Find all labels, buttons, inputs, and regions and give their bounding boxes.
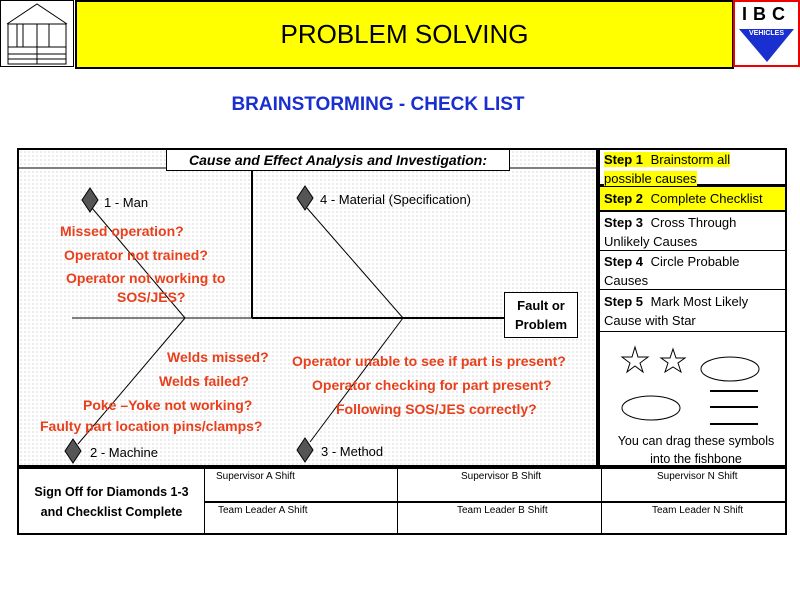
cause-text: Operator unable to see if part is presen… bbox=[292, 353, 566, 369]
step-text: Causes bbox=[604, 273, 649, 288]
steps-panel: Step 1 Brainstorm all possible causes Ste… bbox=[598, 148, 787, 467]
problem-box: Fault or Problem bbox=[504, 292, 578, 338]
signoff-cell[interactable]: Team Leader A Shift bbox=[218, 505, 308, 516]
signoff-cell[interactable]: Supervisor A Shift bbox=[216, 471, 295, 482]
step-label: Step 3 bbox=[604, 215, 644, 230]
step-label: Step 1 bbox=[604, 152, 644, 167]
signoff-cell[interactable]: Supervisor B Shift bbox=[461, 471, 542, 482]
problem-label: Problem bbox=[514, 317, 567, 332]
step-label: Step 4 bbox=[604, 254, 644, 269]
diagram-caption: Cause and Effect Analysis and Investigat… bbox=[166, 149, 510, 171]
building-logo-icon bbox=[0, 0, 74, 67]
step-label: Step 2 bbox=[604, 191, 644, 206]
signoff-label-line: and Checklist Complete bbox=[40, 505, 183, 519]
signoff-label: Sign Off for Diamonds 1-3 and Checklist C… bbox=[19, 469, 205, 533]
note-line: You can drag these symbols bbox=[617, 434, 775, 448]
cause-text: Missed operation? bbox=[60, 223, 184, 239]
problem-label: Fault or bbox=[517, 298, 565, 313]
step-1: Step 1 Brainstorm all possible causes bbox=[600, 150, 785, 187]
cause-text: Following SOS/JES correctly? bbox=[336, 401, 537, 417]
cause-text: Operator not trained? bbox=[64, 247, 208, 263]
star-icon bbox=[659, 347, 687, 374]
cause-text: Welds missed? bbox=[167, 349, 269, 365]
category-material: 4 - Material (Specification) bbox=[320, 192, 471, 207]
symbols-note: You can drag these symbols into the fishb… bbox=[600, 432, 792, 468]
note-line: into the fishbone bbox=[650, 452, 742, 466]
cause-text: Faulty part location pins/clamps? bbox=[40, 418, 263, 434]
step-text: Cause with Star bbox=[604, 313, 696, 328]
step-text: Brainstorm all bbox=[650, 152, 731, 167]
cause-text: Operator not working to bbox=[66, 270, 226, 286]
draggable-symbols[interactable] bbox=[600, 332, 785, 432]
step-text: Complete Checklist bbox=[650, 191, 763, 206]
signoff-cell[interactable]: Team Leader N Shift bbox=[652, 505, 744, 516]
step-text: Circle Probable bbox=[650, 254, 740, 269]
step-text: Mark Most Likely bbox=[650, 294, 749, 309]
diamond-icon bbox=[64, 185, 314, 464]
ibc-logo: IBC VEHICLES bbox=[733, 0, 800, 67]
category-method: 3 - Method bbox=[321, 444, 384, 459]
category-man: 1 - Man bbox=[104, 195, 149, 210]
signoff-cell[interactable]: Supervisor N Shift bbox=[657, 471, 738, 482]
logo-text: IBC bbox=[742, 4, 791, 24]
cause-text: Welds failed? bbox=[159, 373, 249, 389]
cause-text: SOS/JES? bbox=[117, 289, 186, 305]
ellipse-icon bbox=[621, 395, 681, 421]
ellipse-icon bbox=[700, 356, 760, 382]
logo-sub: VEHICLES bbox=[748, 30, 784, 37]
category-machine: 2 - Machine bbox=[90, 445, 158, 460]
signoff-cell[interactable]: Team Leader B Shift bbox=[457, 505, 548, 516]
cause-text: Poke –Yoke not working? bbox=[83, 397, 253, 413]
star-icon bbox=[620, 345, 650, 374]
step-text: Cross Through bbox=[650, 215, 737, 230]
signoff-table: Sign Off for Diamonds 1-3 and Checklist C… bbox=[17, 467, 787, 535]
header-title: PROBLEM SOLVING bbox=[75, 0, 734, 69]
step-2: Step 2 Complete Checklist bbox=[600, 187, 785, 212]
signoff-label-line: Sign Off for Diamonds 1-3 bbox=[34, 485, 189, 499]
page-title: BRAINSTORMING - CHECK LIST bbox=[231, 94, 525, 115]
cause-text: Operator checking for part present? bbox=[312, 377, 552, 393]
step-label: Step 5 bbox=[604, 294, 644, 309]
step-text: Unlikely Causes bbox=[604, 234, 698, 249]
step-text: possible causes bbox=[604, 171, 697, 186]
